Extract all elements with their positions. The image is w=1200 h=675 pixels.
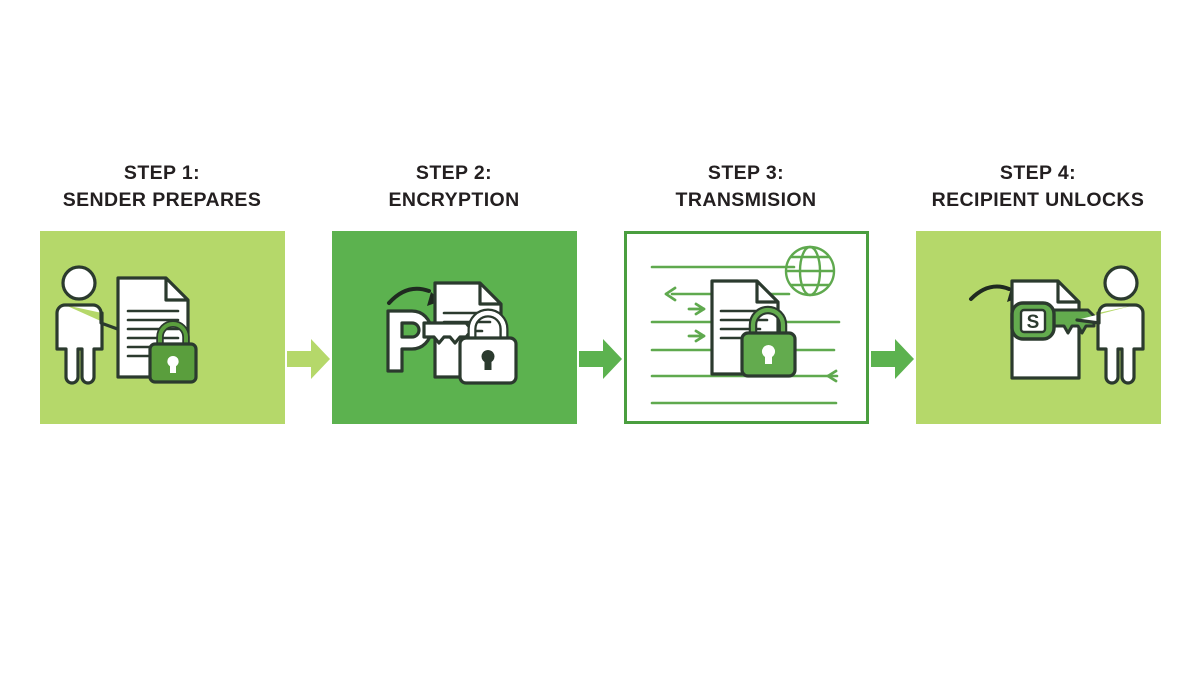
- step-2-panel: [331, 231, 577, 424]
- step-4-recipient-unlocks: STEP 4: RECIPIENT UNLOCKS: [915, 160, 1161, 424]
- step-1-eyebrow: STEP 1:: [123, 162, 201, 184]
- step-3-transmision: STEP 3: TRANSMISION: [623, 160, 869, 424]
- step-2-label: ENCRYPTION: [388, 189, 520, 211]
- arrow-right-icon: [286, 339, 330, 379]
- step-1-title: STEP 1: SENDER PREPARES: [63, 160, 262, 214]
- step-3-eyebrow: STEP 3:: [707, 162, 785, 184]
- step-1-panel: [39, 231, 285, 424]
- step-2-eyebrow: STEP 2:: [415, 162, 493, 184]
- step-2-title: STEP 2: ENCRYPTION: [388, 160, 519, 214]
- step-4-title: STEP 4: RECIPIENT UNLOCKS: [932, 160, 1145, 214]
- step-3-panel: [623, 231, 869, 424]
- person-icon: [1074, 265, 1145, 385]
- padlock-icon: [147, 320, 198, 384]
- step-4-eyebrow: STEP 4:: [999, 162, 1077, 184]
- globe-icon: [784, 245, 835, 297]
- padlock-icon: [457, 308, 518, 385]
- step-4-label: RECIPIENT UNLOCKS: [931, 189, 1145, 211]
- arrow-right-icon: [578, 339, 622, 379]
- connector-arrow-2: [577, 160, 624, 450]
- key-letter-s: S: [1026, 312, 1039, 333]
- step-2-encryption: STEP 2: ENCRYPTION: [331, 160, 577, 424]
- steps-row: STEP 1: SENDER PREPARES: [0, 160, 1200, 450]
- step-3-title: STEP 3: TRANSMISION: [676, 160, 817, 214]
- private-key-icon: S: [1009, 301, 1095, 341]
- connector-arrow-1: [285, 160, 332, 450]
- connector-arrow-3: [869, 160, 916, 450]
- step-4-panel: S: [915, 231, 1161, 424]
- transmission-arrowheads: [664, 286, 837, 383]
- person-icon: [54, 265, 125, 385]
- step-1-label: SENDER PREPARES: [62, 189, 262, 211]
- padlock-icon: [739, 305, 797, 378]
- arrow-right-icon: [870, 339, 914, 379]
- step-1-sender-prepares: STEP 1: SENDER PREPARES: [39, 160, 285, 424]
- step-3-label: TRANSMISION: [675, 189, 817, 211]
